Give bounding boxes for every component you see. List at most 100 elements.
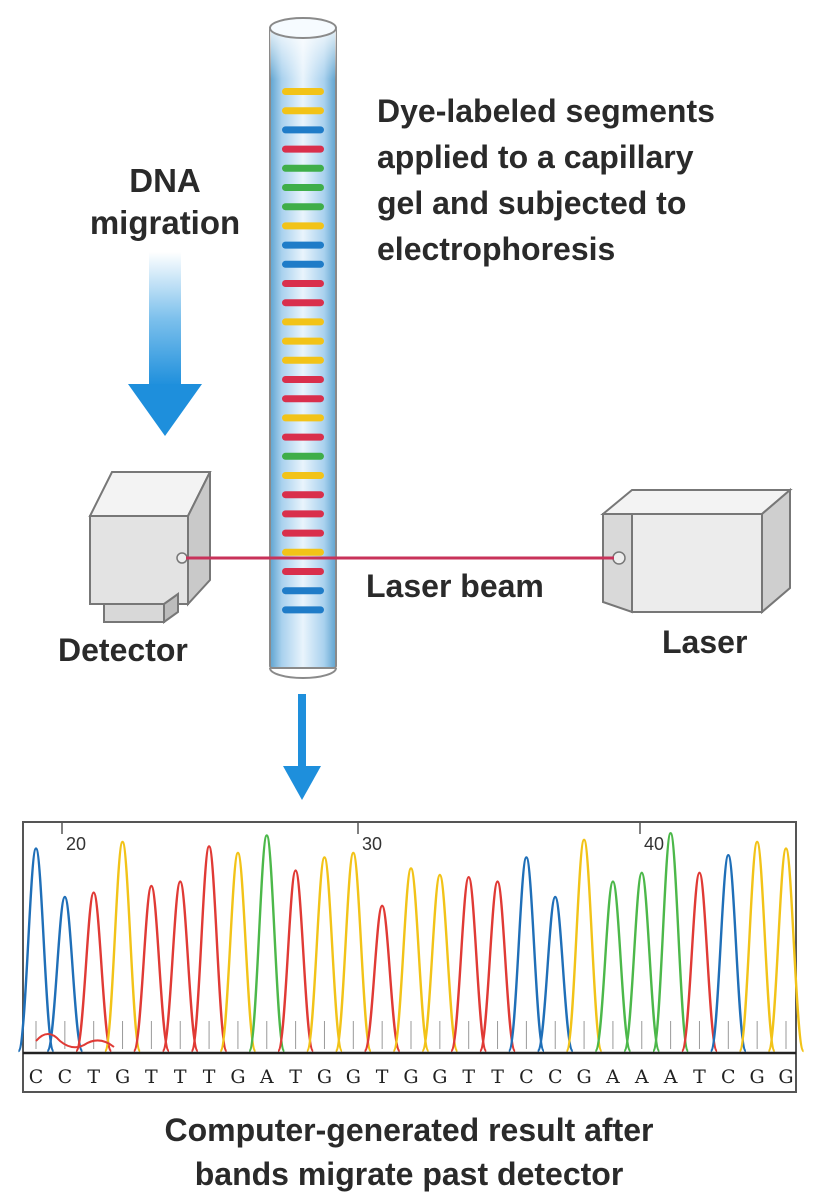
- peak-T: [132, 884, 171, 1053]
- base-call: G: [576, 1066, 591, 1088]
- peak-G: [219, 851, 257, 1053]
- chromatogram-caption: Computer-generated result after bands mi…: [0, 1108, 818, 1196]
- band-green: [282, 452, 324, 460]
- band-yellow: [282, 222, 324, 230]
- dna-bands: [282, 88, 324, 614]
- peak-C: [507, 856, 546, 1053]
- base-call: A: [634, 1066, 649, 1088]
- peak-T: [449, 875, 488, 1053]
- peak-G: [305, 856, 344, 1053]
- peak-C: [17, 847, 55, 1053]
- position-ticks: 20 30 40: [61, 822, 664, 854]
- position-tick-label: 20: [66, 834, 86, 854]
- band-green: [282, 203, 324, 211]
- base-call: G: [403, 1066, 418, 1088]
- dye-line-2: applied to a capillary: [377, 139, 694, 175]
- dye-line-1: Dye-labeled segments: [377, 93, 715, 129]
- base-call: T: [87, 1066, 100, 1088]
- dye-line-4: electrophoresis: [377, 231, 616, 267]
- position-tick-label: 40: [644, 834, 664, 854]
- band-yellow: [282, 107, 324, 115]
- base-call: T: [203, 1066, 216, 1088]
- peak-G: [565, 838, 603, 1053]
- peak-G: [738, 840, 776, 1053]
- peak-G: [334, 851, 373, 1053]
- band-red: [282, 510, 324, 518]
- base-call: A: [663, 1066, 678, 1088]
- base-call: C: [58, 1066, 73, 1088]
- dna-migration-line-1: DNA: [129, 162, 201, 199]
- dye-labeled-description: Dye-labeled segments applied to a capill…: [377, 88, 797, 272]
- dye-line-3: gel and subjected to: [377, 185, 687, 221]
- band-yellow: [282, 356, 324, 364]
- peak-G: [767, 847, 805, 1053]
- band-red: [282, 299, 324, 307]
- band-red: [282, 529, 324, 537]
- band-red: [282, 280, 324, 287]
- detector-device: [88, 471, 212, 624]
- position-tick-label: 30: [362, 834, 382, 854]
- peak-T: [190, 845, 228, 1053]
- base-call: T: [491, 1066, 504, 1088]
- result-arrow: [283, 694, 321, 800]
- band-red: [282, 376, 324, 383]
- band-yellow: [282, 472, 324, 479]
- peak-A: [622, 871, 661, 1053]
- band-yellow: [282, 88, 324, 95]
- peak-G: [421, 873, 459, 1053]
- base-call: A: [605, 1066, 620, 1088]
- base-call: G: [230, 1066, 245, 1088]
- base-call: T: [693, 1066, 706, 1088]
- peak-T: [363, 904, 401, 1053]
- base-call: C: [721, 1066, 736, 1088]
- peak-T: [74, 891, 113, 1053]
- band-green: [282, 164, 324, 172]
- base-call: G: [432, 1066, 447, 1088]
- base-call: G: [778, 1066, 793, 1088]
- band-yellow: [282, 414, 324, 422]
- peak-A: [247, 834, 286, 1053]
- band-yellow: [282, 318, 324, 326]
- caption-line-2: bands migrate past detector: [194, 1156, 624, 1192]
- peak-A: [651, 831, 690, 1053]
- base-call: T: [145, 1066, 158, 1088]
- band-blue: [282, 587, 324, 595]
- base-call: C: [548, 1066, 563, 1088]
- band-blue: [282, 606, 324, 614]
- peak-C: [709, 853, 748, 1053]
- caption-line-1: Computer-generated result after: [164, 1112, 654, 1148]
- peak-T: [161, 880, 200, 1053]
- band-red: [282, 568, 324, 575]
- detector-label: Detector: [58, 632, 188, 668]
- base-call: A: [259, 1066, 274, 1088]
- peak-G: [392, 867, 430, 1053]
- base-call: T: [462, 1066, 475, 1088]
- band-green: [282, 184, 324, 191]
- base-call: G: [115, 1066, 130, 1088]
- base-call: G: [317, 1066, 332, 1088]
- band-red: [282, 491, 324, 499]
- base-call: T: [376, 1066, 389, 1088]
- peak-C: [536, 895, 575, 1053]
- dna-migration-label: DNA migration: [70, 160, 260, 244]
- laser-device: [600, 487, 793, 615]
- band-yellow: [282, 337, 324, 345]
- base-call: C: [29, 1066, 44, 1088]
- capillary-gel-tube: [269, 17, 337, 679]
- sequence-peaks: [17, 831, 805, 1053]
- base-call: G: [346, 1066, 361, 1088]
- peak-T: [680, 871, 719, 1053]
- base-call: C: [519, 1066, 534, 1088]
- dna-migration-line-2: migration: [89, 204, 241, 241]
- band-blue: [282, 241, 324, 249]
- dna-migration-arrow: [128, 252, 202, 436]
- base-call: T: [174, 1066, 187, 1088]
- base-call: T: [289, 1066, 302, 1088]
- baseline-noise: [35, 1033, 115, 1049]
- peak-T: [276, 869, 315, 1053]
- laser-beam-label: Laser beam: [366, 568, 544, 604]
- peak-G: [103, 840, 142, 1053]
